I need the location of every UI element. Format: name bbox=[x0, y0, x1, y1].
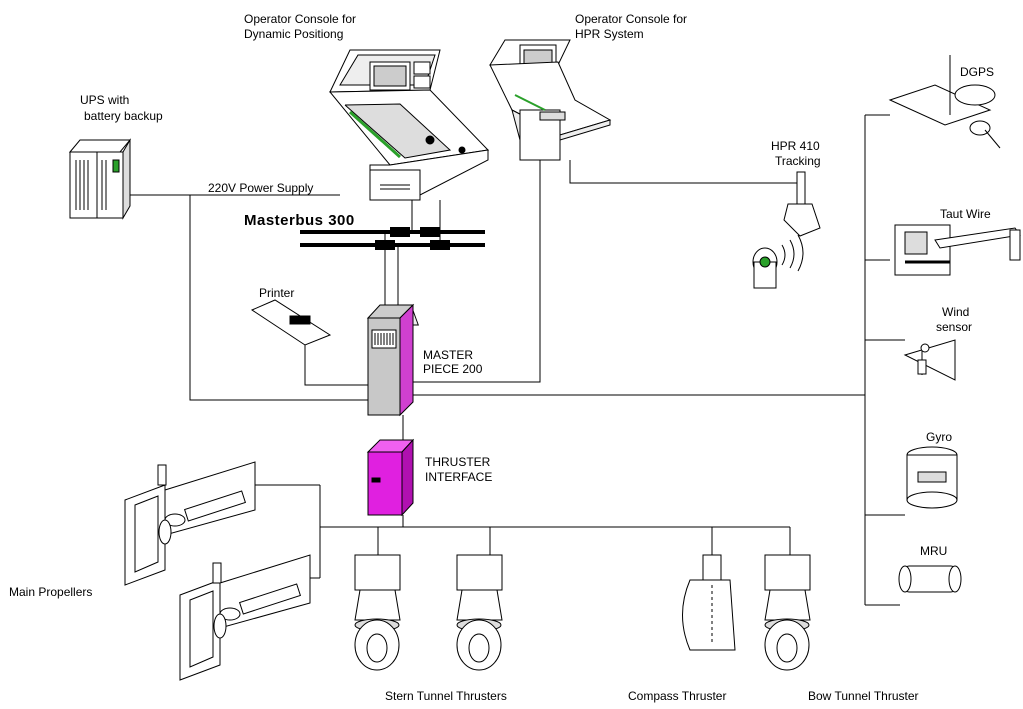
console-bus-links bbox=[385, 200, 440, 310]
ups-label-1: UPS with bbox=[80, 93, 129, 107]
hpr-console-label-1: Operator Console for bbox=[575, 12, 687, 26]
stern-thrusters-label: Stern Tunnel Thrusters bbox=[385, 689, 507, 703]
thruster-link bbox=[255, 415, 790, 578]
gyro bbox=[907, 447, 957, 508]
wind-sensor-label-1: Wind bbox=[942, 305, 969, 319]
compass-thruster-label: Compass Thruster bbox=[628, 689, 726, 703]
thruster-interface-label-1: THRUSTER bbox=[425, 455, 490, 469]
stern-tunnel-thruster-2 bbox=[457, 555, 502, 670]
dgps-label: DGPS bbox=[960, 65, 994, 79]
main-propeller-upper bbox=[125, 462, 255, 585]
hpr-label-1: HPR 410 bbox=[771, 139, 820, 153]
bow-tunnel-thruster bbox=[765, 555, 810, 670]
master-piece-200 bbox=[368, 305, 413, 415]
printer-label: Printer bbox=[259, 286, 294, 300]
hpr-console-label-2: HPR System bbox=[575, 27, 644, 41]
masterbus-300 bbox=[300, 227, 485, 250]
hpr-410-transducer bbox=[753, 172, 820, 288]
ups-label-2: battery backup bbox=[84, 109, 163, 123]
mru-label: MRU bbox=[920, 544, 947, 558]
sensor-link bbox=[412, 115, 905, 605]
compass-thruster bbox=[683, 555, 736, 650]
hpr-operator-console bbox=[490, 40, 610, 160]
dp-console-label-2: Dynamic Positiong bbox=[244, 27, 343, 41]
wind-sensor bbox=[905, 340, 955, 380]
wind-sensor-label-2: sensor bbox=[936, 320, 972, 334]
thruster-interface-label-2: INTERFACE bbox=[425, 470, 492, 484]
power-supply-label: 220V Power Supply bbox=[208, 181, 313, 195]
masterbus-label: Masterbus 300 bbox=[244, 214, 355, 228]
master-piece-label-1: MASTER bbox=[423, 348, 473, 362]
taut-wire bbox=[895, 225, 1020, 275]
stern-tunnel-thruster-1 bbox=[355, 555, 400, 670]
taut-wire-label: Taut Wire bbox=[940, 207, 991, 221]
dp-console-label-1: Operator Console for bbox=[244, 12, 356, 26]
ups-cabinet bbox=[70, 140, 130, 218]
mru bbox=[899, 566, 961, 592]
bow-thruster-label: Bow Tunnel Thruster bbox=[808, 689, 919, 703]
main-propeller-lower bbox=[180, 555, 310, 680]
thruster-interface bbox=[368, 440, 413, 515]
gyro-label: Gyro bbox=[926, 430, 952, 444]
hpr-label-2: Tracking bbox=[775, 154, 821, 168]
main-propellers-label: Main Propellers bbox=[9, 585, 92, 599]
dp-operator-console bbox=[330, 50, 488, 200]
master-piece-label-2: PIECE 200 bbox=[423, 362, 482, 376]
